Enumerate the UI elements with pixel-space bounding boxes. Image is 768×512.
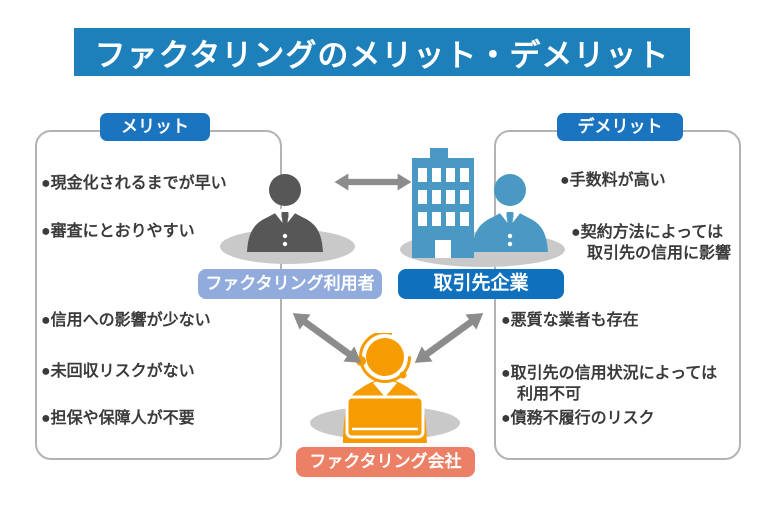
double-arrow-icon [334, 173, 412, 191]
merit-item: ●信用への影響が少ない [41, 312, 211, 329]
building-icon [412, 148, 474, 258]
demerit-item: ●手数料が高い [560, 172, 666, 189]
merit-label: メリット [100, 113, 210, 141]
merit-item: ●現金化されるまでが早い [41, 175, 227, 192]
merit-item: ●担保や保障人が不要 [41, 410, 195, 427]
demerit-item: ●債務不履行のリスク [501, 410, 655, 427]
merit-item: ●審査にとおりやすい [41, 223, 195, 240]
title-banner: ファクタリングのメリット・デメリット [74, 28, 690, 76]
double-arrow-icon [292, 313, 362, 363]
demerit-label: デメリット [557, 113, 683, 141]
factoring-company-badge: ファクタリング会社 [296, 447, 475, 477]
businessman-icon [247, 174, 323, 252]
factoring-user-badge: ファクタリング利用者 [198, 269, 382, 299]
merit-item: ●未回収リスクがない [41, 363, 195, 380]
client-person-icon [472, 174, 548, 252]
demerit-item: ●取引先の信用状況によっては 利用不可 [501, 365, 718, 403]
demerit-item: ●契約方法によっては 取引先の信用に影響 [571, 224, 732, 262]
demerit-item: ●悪質な業者も存在 [501, 312, 639, 329]
client-company-badge: 取引先企業 [398, 269, 564, 299]
page-title: ファクタリングのメリット・デメリット [94, 37, 670, 73]
double-arrow-icon [414, 313, 484, 363]
operator-icon [343, 333, 427, 443]
